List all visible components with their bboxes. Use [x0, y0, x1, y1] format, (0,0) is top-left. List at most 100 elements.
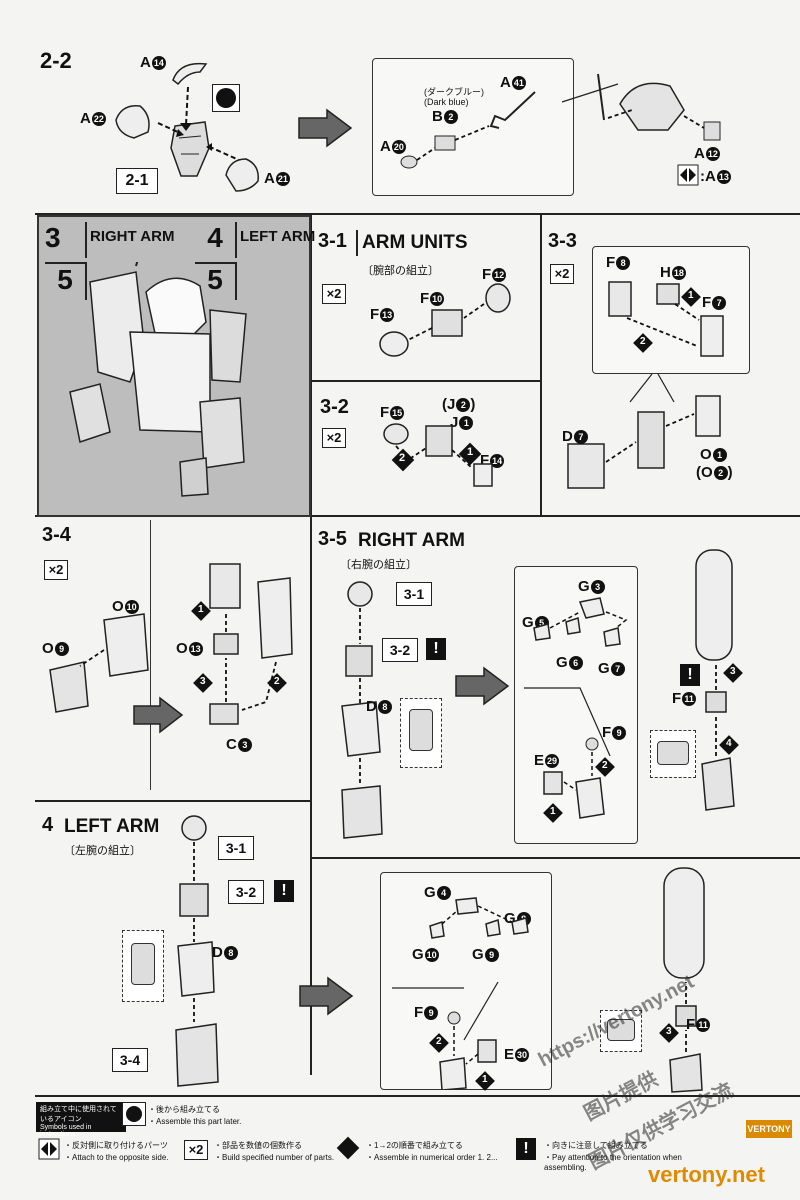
divider-v-2 — [540, 215, 542, 515]
hand-assembly-4 — [439, 1011, 497, 1090]
multiplier-badge: ×2 — [550, 264, 574, 284]
right-arm-stack — [341, 581, 383, 839]
order-step-1-label: 1 — [482, 1074, 488, 1085]
callout-3-4: 3-4 — [112, 1048, 148, 1072]
label-left-arm: LEFT ARM — [240, 228, 316, 245]
left-arm-final — [663, 867, 705, 1093]
legend-opposite-en: ・Attach to the opposite side. — [64, 1153, 169, 1162]
callout-3-2: 3-2 — [228, 880, 264, 904]
forearm-parts-33 — [608, 281, 724, 357]
step-number: 2-2 — [40, 48, 72, 73]
divider-v-1 — [310, 215, 312, 1075]
detail-frame-4 — [380, 872, 552, 1090]
order-step-2-label: 2 — [436, 1036, 442, 1047]
opposite-side-icon — [677, 164, 699, 186]
legend-opposite-jp: ・反対側に取り付けるパーツ — [64, 1141, 168, 1150]
callout-3-1: 3-1 — [396, 582, 432, 606]
order-step-3-label: 3 — [730, 666, 736, 677]
order-step-2-label: 2 — [399, 452, 406, 464]
color-note-jp: (ダークブルー) — [424, 87, 484, 97]
later-icon — [212, 84, 240, 112]
order-step-2-label: 2 — [274, 676, 280, 687]
watermark-corner: VERTONY — [746, 1120, 792, 1138]
callout-3-1: 3-1 — [218, 836, 254, 860]
legend-mult-en: ・Build specified number of parts. — [214, 1153, 335, 1162]
process-arrow — [133, 696, 184, 734]
multiplier-icon: ×2 — [184, 1140, 208, 1160]
legend-order-en: ・Assemble in numerical order 1. 2... — [366, 1153, 498, 1162]
process-arrow — [455, 666, 510, 706]
detail-frame-35 — [514, 566, 638, 844]
num-5-right: 5 — [45, 262, 87, 300]
part-a14 — [172, 62, 208, 86]
divider-v-3 — [35, 1095, 800, 1097]
part-a21 — [225, 158, 259, 192]
step-number: 3-4 — [42, 524, 71, 546]
orientation-warning: ! — [426, 638, 446, 660]
detail-callout-35 — [400, 698, 442, 768]
legend-header: 組み立て中に使用されているアイコン Symbols used in instru… — [36, 1102, 126, 1138]
multiplier-badge: ×2 — [322, 284, 346, 304]
order-step-4-label: 4 — [726, 738, 732, 749]
detail-callout-4 — [122, 930, 164, 1002]
orientation-icon: ! — [516, 1138, 536, 1160]
step-number: 3-1 — [318, 230, 347, 252]
head-arrows — [157, 86, 251, 166]
finger-parts-35 — [533, 597, 628, 647]
section-divider-34 — [150, 520, 151, 790]
later-icon — [122, 1102, 146, 1126]
section-subtitle-jp: 〔右腕の組立〕 — [340, 559, 417, 571]
num-4: 4 — [195, 222, 237, 258]
section-subtitle-jp: 〔左腕の組立〕 — [64, 845, 141, 857]
hand-parts — [49, 613, 149, 713]
orientation-warning: ! — [680, 664, 700, 686]
callout-pointer — [561, 83, 619, 103]
divider-h-4 — [310, 857, 800, 859]
joint-parts — [383, 423, 493, 487]
callout-3-2: 3-2 — [382, 638, 418, 662]
divider-h-2 — [35, 515, 800, 517]
order-step-3-label: 3 — [200, 676, 206, 687]
order-step-1-label: 1 — [467, 446, 474, 458]
step-number: 3-3 — [548, 230, 577, 252]
section-title: ARM UNITS — [362, 232, 468, 253]
assembled-head — [597, 73, 721, 141]
section-title: LEFT ARM — [64, 816, 160, 837]
process-arrow — [298, 108, 353, 148]
legend-mult-jp: ・部品を数値の個数作る — [214, 1141, 302, 1150]
color-note-en: (Dark blue) — [424, 97, 469, 107]
part-a22 — [115, 105, 150, 139]
multiplier-badge: ×2 — [322, 428, 346, 448]
orientation-warning: ! — [274, 880, 294, 902]
step-divider — [356, 230, 358, 256]
process-arrow — [299, 976, 354, 1016]
section-title: RIGHT ARM — [358, 530, 465, 551]
